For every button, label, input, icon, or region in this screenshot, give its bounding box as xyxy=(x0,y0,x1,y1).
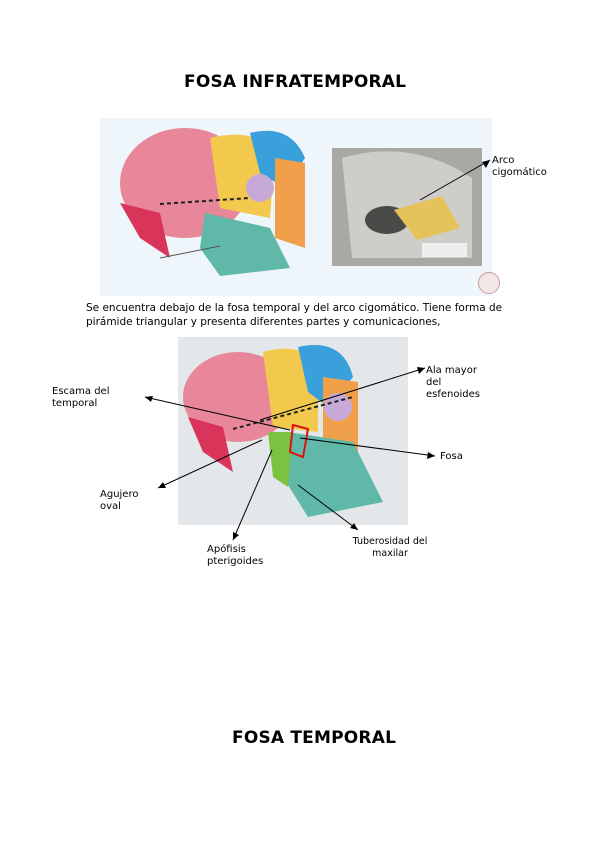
logo-icon xyxy=(478,272,500,294)
label-arco-cigomatico: Arco cigomático xyxy=(492,155,547,178)
skull-illustration-2 xyxy=(178,337,408,525)
label-escama: Escama del temporal xyxy=(52,386,110,409)
section-title-fosa-temporal: FOSA TEMPORAL xyxy=(232,728,397,748)
skull-photo xyxy=(332,148,482,266)
label-ala-mayor: Ala mayor del esfenoides xyxy=(426,365,480,400)
label-apofisis: Apófisis pterigoides xyxy=(207,544,264,567)
page-title: FOSA INFRATEMPORAL xyxy=(184,72,407,92)
label-fosa: Fosa xyxy=(440,451,463,462)
label-agujero-oval: Agujero oval xyxy=(100,489,139,512)
description-paragraph: Se encuentra debajo de la fosa temporal … xyxy=(86,302,503,328)
label-tuberosidad: Tuberosidad del maxilar xyxy=(352,536,428,559)
